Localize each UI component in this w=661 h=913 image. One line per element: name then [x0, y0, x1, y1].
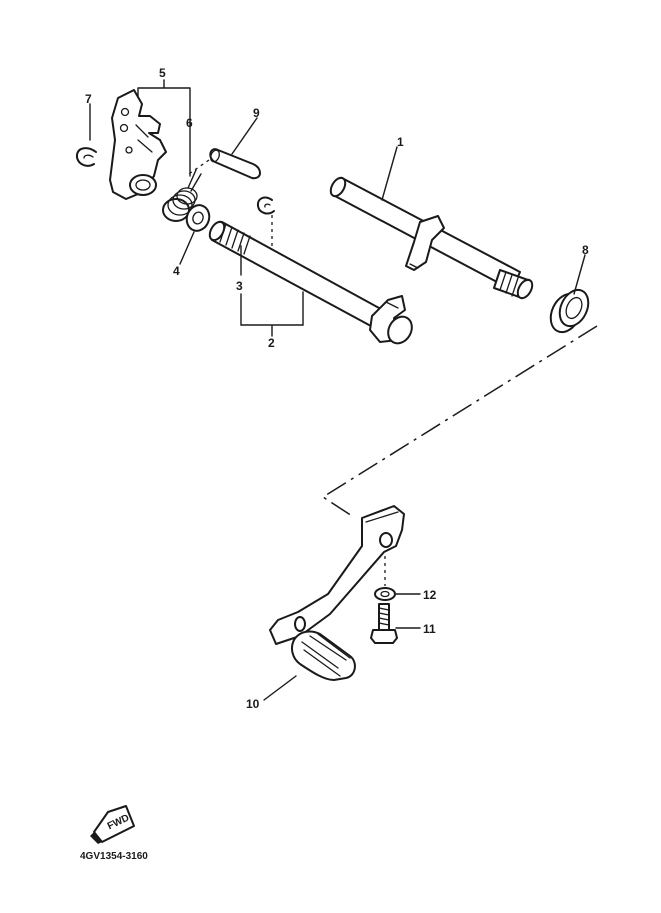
assembly-connection-line [321, 325, 598, 517]
label-part-1: 1 [397, 135, 404, 149]
part-5-shift-arm [109, 89, 167, 200]
label-part-9: 9 [253, 106, 260, 120]
fwd-arrow-icon: FWD [90, 805, 135, 844]
label-part-3: 3 [236, 279, 243, 293]
part-9-pin [209, 148, 261, 180]
label-part-8: 8 [582, 243, 589, 257]
part-8-oil-seal [549, 288, 590, 334]
label-part-11: 11 [423, 622, 436, 636]
leader-lines [89, 79, 586, 701]
label-part-12: 12 [423, 588, 437, 602]
label-part-2: 2 [268, 336, 275, 350]
figure-code: 4GV1354-3160 [80, 851, 148, 862]
part-4-washer [185, 204, 211, 232]
label-part-10: 10 [246, 697, 260, 711]
label-part-4: 4 [173, 264, 180, 278]
part-3-circlip [256, 196, 275, 215]
part-12-washer [374, 587, 396, 601]
part-11-bolt [370, 603, 398, 644]
part-1-shift-shaft [329, 176, 534, 300]
label-part-5: 5 [159, 66, 166, 80]
part-7-circlip [75, 147, 97, 167]
label-part-6: 6 [186, 116, 193, 130]
part-10-shift-pedal [269, 505, 405, 681]
part-6-spring [162, 169, 202, 222]
part-2-shift-shaft [208, 220, 413, 345]
label-part-7: 7 [85, 92, 92, 106]
